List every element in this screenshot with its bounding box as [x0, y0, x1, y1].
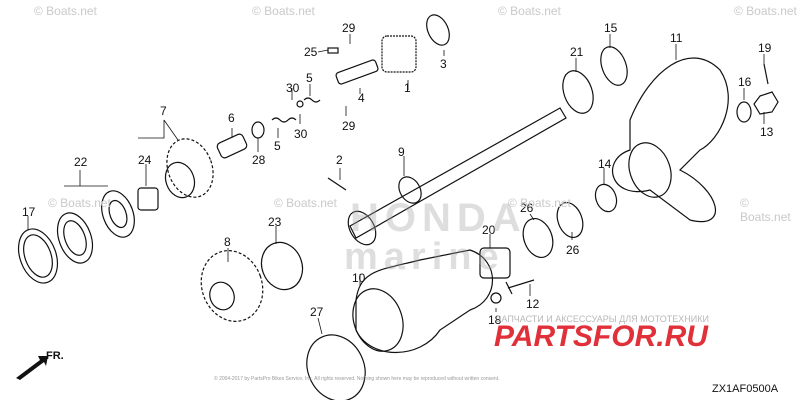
callout-3: 3 — [440, 57, 447, 71]
callout-25: 25 — [304, 45, 318, 59]
part-4-shift-rod — [335, 59, 379, 85]
watermark-boats-4: © Boats.net — [734, 4, 797, 18]
callout-5: 5 — [306, 71, 313, 85]
callout-5b: 5 — [274, 139, 281, 153]
callout-15: 15 — [604, 21, 618, 35]
callout-14: 14 — [598, 157, 612, 171]
part-22-bearing — [101, 190, 135, 238]
watermark-boats-5: © Boats.net — [48, 196, 111, 210]
callout-30b: 30 — [294, 127, 308, 141]
callout-2: 2 — [336, 153, 343, 167]
part-3-ring — [426, 14, 450, 46]
callout-28: 28 — [252, 153, 266, 167]
callout-20: 20 — [482, 223, 496, 237]
part-18-washer — [490, 292, 502, 304]
copyright-line: © 2004-2017 by PartsPro Bikes Service, I… — [214, 376, 500, 382]
part-10-bearing-holder — [355, 249, 493, 353]
callout-labels: 1 2 3 4 5 5 6 7 8 9 10 11 12 13 14 15 16… — [22, 21, 774, 327]
part-20-needle-bearing — [479, 247, 511, 279]
part-26-bearing — [522, 218, 554, 258]
part-7-bevel-gear — [166, 138, 214, 198]
callout-7: 7 — [160, 104, 167, 118]
callout-10: 10 — [352, 271, 366, 285]
callout-19: 19 — [758, 41, 772, 55]
callout-1: 1 — [404, 81, 411, 95]
front-direction-label: FR. — [46, 350, 64, 362]
part-9-propeller-shaft — [349, 107, 567, 239]
callout-11: 11 — [670, 31, 683, 45]
part-12-bolt — [505, 279, 535, 295]
part-27-o-ring — [306, 334, 366, 400]
watermark-boats-7: © Boats.net — [508, 196, 571, 210]
part-17-ring — [17, 228, 59, 284]
part-28-clip — [251, 121, 265, 139]
part-8-gear — [200, 250, 264, 322]
callout-29: 29 — [342, 21, 356, 35]
brand-watermark-honda: HONDA — [350, 196, 527, 240]
callout-17: 17 — [22, 205, 36, 219]
part-16-washer — [736, 101, 752, 123]
watermark-boats-6: © Boats.net — [274, 196, 337, 210]
part-15-washer — [600, 46, 628, 86]
part-1-clutch — [381, 35, 417, 73]
partsfor-logo: PARTSFOR.RU — [494, 320, 708, 353]
callout-12: 12 — [526, 297, 540, 311]
watermark-boats-8: © Boats.net — [740, 196, 791, 224]
watermark-boats-2: © Boats.net — [252, 4, 315, 18]
callout-8: 8 — [224, 235, 231, 249]
callout-13: 13 — [760, 125, 774, 139]
callout-16: 16 — [738, 75, 752, 89]
part-2-pin — [327, 177, 347, 191]
part-11-propeller — [612, 57, 729, 223]
watermark-boats-1: © Boats.net — [34, 4, 97, 18]
part-13-nut — [753, 91, 779, 115]
part-24-needle-bearing — [137, 187, 159, 211]
part-25-pin — [327, 47, 339, 54]
part-30-spring — [271, 117, 297, 123]
callout-24: 24 — [138, 153, 152, 167]
part-23-bearing — [260, 241, 304, 291]
brand-watermark-marine: marine — [344, 236, 505, 278]
part-21-seal — [562, 70, 594, 114]
callout-26: 26 — [520, 201, 534, 215]
callout-4: 4 — [358, 91, 365, 105]
part-19-cotter-pin — [763, 63, 769, 85]
callout-29b: 29 — [342, 119, 356, 133]
callout-9: 9 — [398, 145, 405, 159]
callout-18: 18 — [488, 313, 502, 327]
part-6-shaft — [216, 133, 248, 159]
callout-22: 22 — [74, 155, 88, 169]
part-22-race — [56, 212, 94, 264]
part-14-spacer — [594, 183, 618, 213]
callout-6: 6 — [228, 111, 235, 125]
partsfor-tagline: ЗАПЧАСТИ И АКСЕССУАРЫ ДЛЯ МОТОТЕХНИКИ — [496, 314, 709, 324]
callout-30: 30 — [286, 81, 300, 95]
callout-21: 21 — [570, 45, 584, 59]
callout-23: 23 — [268, 215, 282, 229]
watermark-boats-3: © Boats.net — [498, 4, 561, 18]
front-arrow-icon — [16, 356, 48, 380]
diagram-code: ZX1AF0500A — [712, 383, 779, 395]
callout-27: 27 — [310, 305, 324, 319]
callout-26b: 26 — [566, 243, 580, 257]
